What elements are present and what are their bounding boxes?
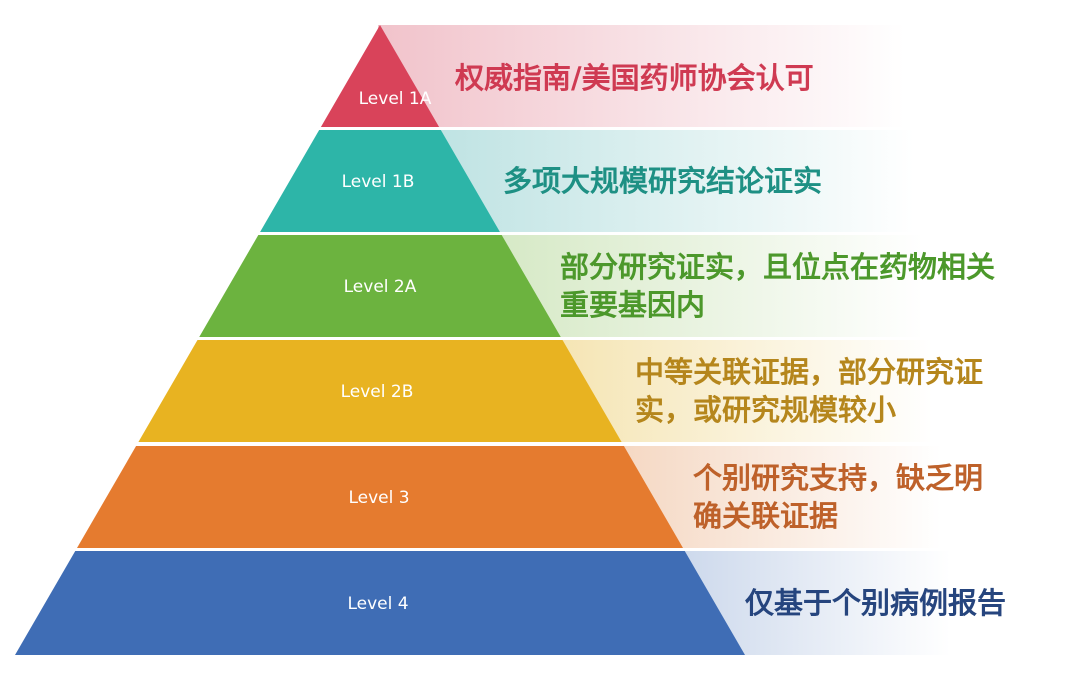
- level-label: Level 3: [348, 488, 409, 508]
- level-label: Level 1A: [359, 89, 432, 109]
- level-description-line: 仅基于个别病例报告: [745, 586, 1006, 620]
- level-description-line: 个别研究支持，缺乏明: [693, 461, 983, 495]
- level-description-line: 重要基因内: [560, 288, 705, 322]
- level-description-line: 中等关联证据，部分研究证: [635, 355, 983, 389]
- pyramid-band: [15, 551, 745, 655]
- level-background-strip: [682, 551, 998, 655]
- level-description-line: 权威指南/美国药师协会认可: [454, 61, 814, 95]
- level-label: Level 2B: [341, 382, 414, 402]
- pyramid-level-4: Level 2B 中等关联证据，部分研究证实，或研究规模较小: [138, 340, 998, 442]
- level-background-strip: [438, 130, 998, 232]
- level-description-line: 多项大规模研究结论证实: [503, 164, 822, 198]
- level-label: Level 2A: [344, 277, 417, 297]
- level-description-line: 部分研究证实，且位点在药物相关: [560, 250, 995, 284]
- pyramid-band: [320, 25, 440, 127]
- level-label: Level 4: [347, 594, 408, 614]
- pyramid-band: [76, 446, 684, 548]
- level-description-line: 实，或研究规模较小: [635, 393, 896, 427]
- level-background-strip: [378, 25, 998, 127]
- pyramid-band: [138, 340, 622, 442]
- level-label: Level 1B: [342, 172, 415, 192]
- level-description-line: 确关联证据: [693, 499, 838, 533]
- pyramid-band: [260, 130, 500, 232]
- pyramid-level-2: Level 1B 多项大规模研究结论证实: [260, 130, 998, 232]
- level-background-strip: [560, 340, 998, 442]
- level-background-strip: [621, 446, 998, 548]
- pyramid-level-6: Level 4 仅基于个别病例报告: [15, 551, 1006, 655]
- pyramid-level-1: Level 1A 权威指南/美国药师协会认可: [320, 25, 998, 127]
- pyramid-band: [199, 235, 561, 337]
- level-background-strip: [499, 235, 998, 337]
